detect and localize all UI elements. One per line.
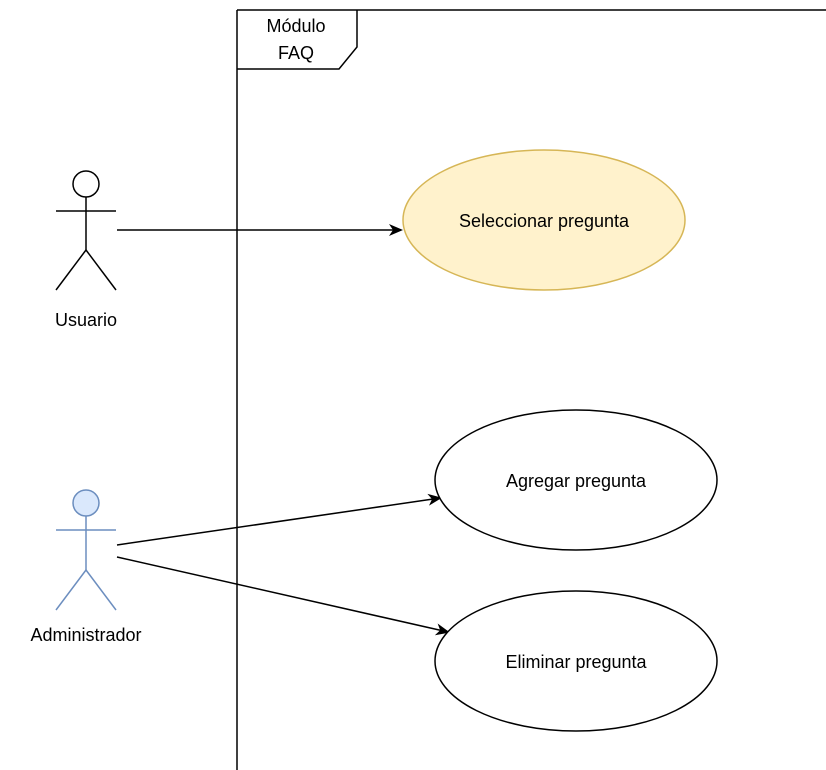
use-case-agregar-pregunta-label: Agregar pregunta — [506, 471, 647, 491]
actor-usuario-head — [72, 170, 100, 198]
actor-usuario-body — [55, 197, 117, 291]
use-case-eliminar-pregunta-label: Eliminar pregunta — [505, 652, 647, 672]
use-case-eliminar-pregunta[interactable]: Eliminar pregunta — [434, 590, 718, 732]
frame-title-line2: FAQ — [278, 43, 314, 63]
actor-administrador-label: Administrador — [30, 625, 141, 645]
actor-administrador-body — [55, 516, 117, 611]
use-case-seleccionar-pregunta-shape — [402, 149, 686, 291]
use-case-seleccionar-pregunta[interactable]: Seleccionar pregunta — [402, 149, 686, 291]
use-case-agregar-pregunta-shape — [434, 409, 718, 551]
use-case-eliminar-pregunta-shape — [434, 590, 718, 732]
use-case-seleccionar-pregunta-label: Seleccionar pregunta — [459, 211, 630, 231]
actor-usuario[interactable]: Usuario — [55, 170, 117, 330]
actor-administrador[interactable]: Administrador — [30, 489, 142, 645]
system-boundary: Módulo FAQ — [236, 9, 826, 770]
association-administrador-agregar — [116, 493, 442, 546]
actor-administrador-head — [72, 489, 100, 517]
frame-title-line1: Módulo — [266, 16, 325, 36]
use-case-agregar-pregunta[interactable]: Agregar pregunta — [434, 409, 718, 551]
association-administrador-eliminar — [116, 556, 450, 636]
actor-usuario-label: Usuario — [55, 310, 117, 330]
